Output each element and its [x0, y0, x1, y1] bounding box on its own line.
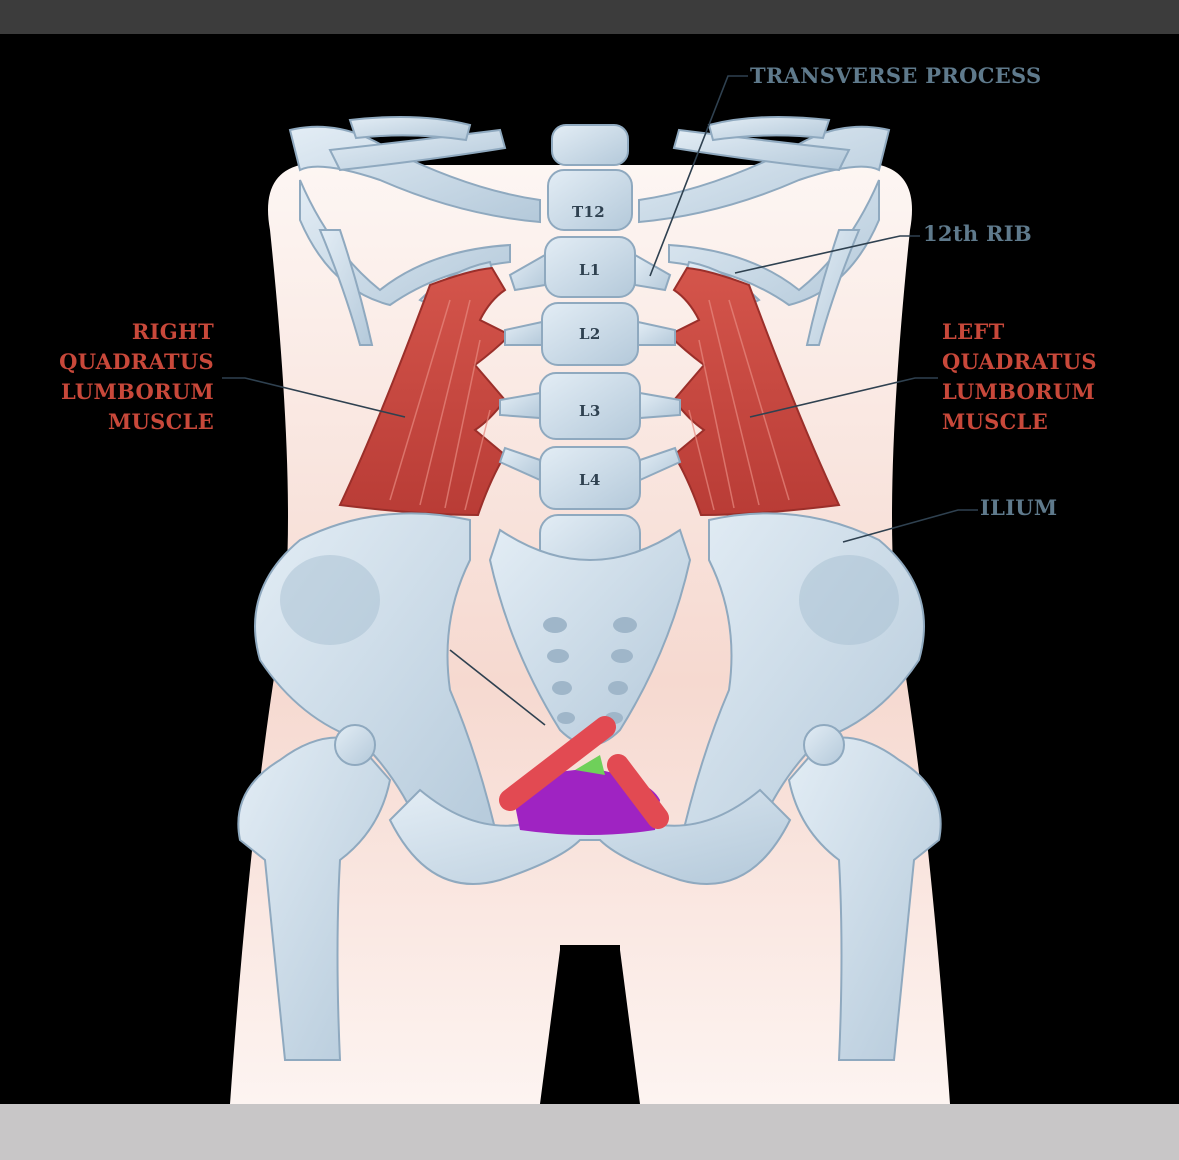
ribcage-left-side: [638, 115, 891, 346]
leg-gap: [560, 945, 620, 1104]
vertebra-label-l4: L4: [579, 471, 601, 489]
leader-transverse-process: [649, 75, 748, 277]
ribcage-right-side: [288, 115, 541, 346]
top-bar: [0, 0, 1179, 34]
ilium-fossa-left: [799, 555, 899, 645]
label-left-qlm-line-4: MUSCLE: [942, 409, 1049, 434]
vertebra-label-t12: T12: [572, 203, 605, 221]
leader-sacrum: [449, 649, 546, 726]
femoral-head-left: [803, 724, 845, 766]
vertebra-label-l2: L2: [579, 325, 601, 343]
sacral-foramina: [543, 617, 637, 724]
sacrum: [488, 528, 692, 746]
left-quadratus-lumborum-muscle: [667, 266, 841, 517]
leader-lines: [222, 75, 978, 726]
anatomy-illustration: T12 L1 L2 L3 L4 TRANSVERSE PROCESS 12th …: [0, 34, 1179, 1104]
leader-left-qlm: [749, 377, 938, 418]
ilium-fossa-right: [280, 555, 380, 645]
label-left-qlm-line-3: LUMBORUM: [942, 379, 1096, 404]
label-right-qlm-line-1: RIGHT: [131, 319, 214, 344]
user-annotation: [499, 716, 669, 835]
femoral-head-right: [334, 724, 376, 766]
label-right-qlm-line-2: QUADRATUS: [59, 349, 214, 374]
right-quadratus-lumborum-muscle: [338, 266, 512, 517]
muscle-fibers: [389, 299, 790, 511]
leader-12th-rib: [734, 235, 920, 274]
label-12th-rib: 12th RIB: [923, 221, 1032, 246]
label-left-qlm-line-2: QUADRATUS: [942, 349, 1097, 374]
label-transverse-process: TRANSVERSE PROCESS: [750, 63, 1042, 88]
annotation-green-mark: [575, 755, 605, 775]
femurs: [237, 724, 942, 1061]
label-right-qlm-line-3: LUMBORUM: [60, 379, 214, 404]
leader-right-qlm: [222, 377, 406, 418]
label-left-quadratus-lumborum-muscle: LEFT QUADRATUS LUMBORUM MUSCLE: [942, 317, 1097, 437]
femur-left: [787, 736, 942, 1061]
bottom-bar: [0, 1104, 1179, 1160]
label-ilium: ILIUM: [980, 495, 1058, 520]
annotation-red-stroke-2: [607, 754, 669, 829]
vertebra-t12: [547, 169, 633, 231]
vertebra-label-l3: L3: [579, 402, 601, 420]
femur-right: [237, 736, 392, 1061]
label-left-qlm-line-1: LEFT: [942, 319, 1005, 344]
vertebra-label-l1: L1: [579, 261, 601, 279]
label-right-quadratus-lumborum-muscle: RIGHT QUADRATUS LUMBORUM MUSCLE: [20, 317, 214, 437]
label-right-qlm-line-4: MUSCLE: [107, 409, 214, 434]
leader-ilium: [842, 509, 978, 543]
annotation-red-stroke-1: [499, 716, 616, 811]
anatomy-svg: [222, 75, 978, 1104]
